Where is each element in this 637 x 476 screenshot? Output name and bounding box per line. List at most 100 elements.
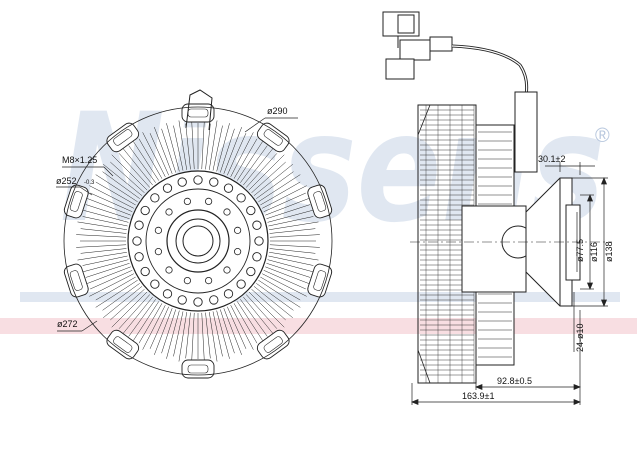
outer-ring	[63, 106, 333, 376]
arrow-116-top	[586, 194, 594, 202]
fin-line	[166, 123, 180, 172]
sensor-cable-inner	[451, 45, 528, 101]
fin-line	[161, 309, 176, 354]
fin-line	[110, 161, 145, 194]
label-mid-length: 92.8±0.5	[497, 376, 532, 386]
fin-line	[80, 248, 127, 254]
inner-hole	[234, 248, 242, 256]
fin-line	[216, 123, 230, 172]
fin-line	[223, 308, 242, 355]
fin-line	[268, 255, 314, 266]
fin-line	[128, 145, 156, 183]
leader-290	[244, 117, 266, 133]
fin-line	[258, 174, 301, 202]
fin-line	[243, 146, 275, 186]
fin-line	[118, 153, 151, 188]
bolt-hole	[150, 279, 160, 289]
inner-hole	[223, 208, 231, 216]
fin-line	[248, 291, 285, 328]
fin-line	[84, 266, 131, 285]
fin-line	[178, 120, 187, 170]
lobe-slot	[113, 129, 133, 146]
fin-line	[84, 197, 131, 216]
fin-line	[253, 286, 293, 318]
bolt-hole	[162, 289, 173, 299]
side-fins	[420, 105, 475, 383]
fin-line	[185, 312, 191, 359]
fin-line	[269, 248, 316, 254]
inner-hole	[205, 197, 213, 205]
fin-line	[154, 308, 173, 355]
outer-lobe	[256, 329, 290, 360]
fin-line	[95, 174, 138, 202]
inner-hole	[183, 197, 191, 205]
connector-body	[399, 39, 431, 61]
fin-line	[173, 125, 184, 171]
fin-line	[262, 273, 307, 297]
fin-line	[227, 133, 247, 176]
fin-line	[209, 120, 218, 170]
bolt-hole	[134, 252, 144, 262]
fin-line	[102, 171, 140, 199]
fin-line	[80, 259, 129, 273]
bolt-hole	[252, 252, 262, 262]
fin-line	[77, 221, 127, 230]
fin-line	[245, 294, 278, 329]
label-inner-diameter: ø272	[57, 319, 78, 329]
fin-line	[216, 310, 230, 359]
fin-line	[269, 234, 320, 238]
flange-plate	[565, 204, 581, 281]
fin-line	[95, 181, 136, 206]
fin-line	[209, 312, 218, 362]
fin-line	[233, 303, 258, 344]
lobe-slot	[263, 336, 283, 353]
fin-line	[263, 270, 306, 290]
bolt-hole	[177, 177, 187, 187]
front-dimensions	[56, 117, 298, 332]
inner-hole	[183, 277, 191, 285]
bolt-hole	[246, 205, 256, 216]
side-view	[382, 11, 612, 384]
fin-line	[220, 309, 235, 354]
fin-line	[110, 288, 145, 321]
fin-line	[269, 244, 320, 248]
fin-line	[76, 244, 127, 248]
fin-line	[245, 153, 278, 188]
leader-252-2	[79, 186, 93, 196]
fin-line	[256, 283, 294, 311]
bolt-hole	[193, 297, 203, 307]
fin-line	[142, 132, 166, 177]
flange-inner-ring	[145, 188, 251, 294]
fin-line	[265, 266, 312, 285]
lobe-slot	[313, 191, 327, 212]
fin-line	[185, 123, 191, 170]
fin-line	[154, 127, 173, 174]
fin-line	[265, 197, 312, 216]
fin-line	[220, 128, 235, 173]
fin-line	[266, 263, 311, 278]
inner-hole	[205, 277, 213, 285]
fin-line	[89, 185, 134, 209]
bolt-hole	[236, 279, 246, 289]
connector-clip	[429, 36, 453, 52]
inner-hole	[154, 226, 162, 234]
fin-line	[223, 127, 242, 174]
fin-line	[230, 132, 254, 177]
leader-272-2	[81, 320, 98, 332]
fin-line	[121, 146, 153, 186]
fin-line	[268, 216, 314, 227]
lobe-slot	[263, 129, 283, 146]
fin-line	[90, 192, 133, 212]
fin-line	[121, 296, 153, 336]
fin-line	[90, 270, 133, 290]
fin-line	[201, 119, 205, 170]
fin-line	[149, 133, 169, 176]
leader-thread-2	[103, 166, 114, 177]
fin-line	[85, 263, 130, 278]
arrow-138-bottom	[600, 299, 608, 307]
lobe-slot	[113, 336, 133, 353]
fin-line	[111, 291, 148, 328]
label-bolt-circle: ø252	[56, 176, 77, 186]
